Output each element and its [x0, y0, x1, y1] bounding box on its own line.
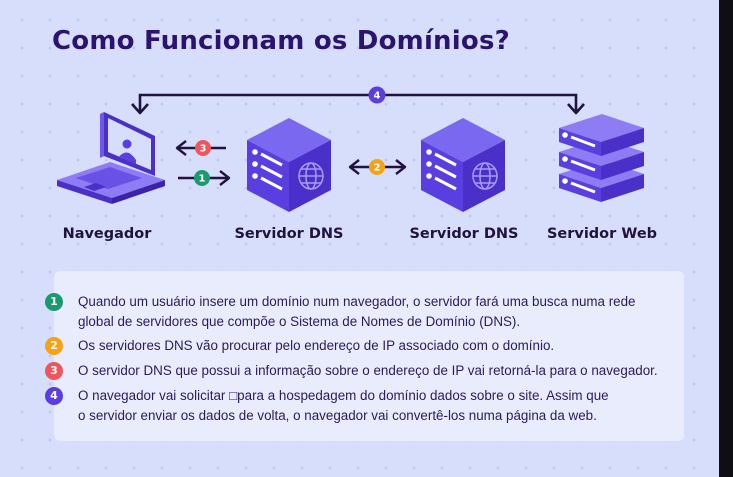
- step-3-badge: 3: [45, 362, 63, 380]
- badge-step-4-label: 4: [374, 91, 381, 102]
- connector-step-4: 4: [131, 86, 585, 115]
- arrow-head-right-icon: [219, 170, 231, 186]
- step-4-line-1: O navegador vai solicitar □para a hosped…: [78, 388, 609, 403]
- node-label-navegador: Navegador: [62, 226, 152, 242]
- web-server-stack-icon: [559, 114, 644, 202]
- connector-step-3: 3: [175, 140, 226, 156]
- badge-step-4: [368, 86, 386, 104]
- node-label-web-server: Servidor Web: [546, 226, 658, 242]
- globe-icon: [472, 162, 498, 190]
- connector-step-2: 2: [348, 159, 407, 175]
- badge-step-2: [369, 159, 385, 175]
- step-4-badge: 4: [45, 387, 63, 405]
- step-4-text: O navegador vai solicitar □para a hosped…: [78, 386, 688, 426]
- step-2-badge: 2: [45, 337, 63, 355]
- arrow-head-right-icon: [395, 159, 407, 175]
- page-title: Como Funcionam os Domínios?: [52, 26, 510, 56]
- node-label-dns-server-1: Servidor DNS: [234, 226, 344, 242]
- arrow-head-left-icon: [175, 140, 187, 156]
- step-1-line-2: global de servidores que compõe o Sistem…: [78, 314, 521, 329]
- laptop-icon: [57, 112, 165, 204]
- arrow-head-down-right-icon: [567, 103, 585, 115]
- badge-step-3: [195, 140, 211, 156]
- steps-panel: 1 Quando um usuário insere um domínio nu…: [45, 271, 684, 441]
- step-4-line-2: o servidor enviar os dados de volta, o n…: [78, 408, 597, 423]
- step-1-line-1: Quando um usuário insere um domínio num …: [78, 294, 636, 309]
- node-label-dns-server-2: Servidor DNS: [409, 226, 519, 242]
- step-1-text: Quando um usuário insere um domínio num …: [78, 292, 688, 332]
- globe-icon: [298, 162, 324, 190]
- connector-step-1: 1: [178, 170, 231, 186]
- badge-step-1-label: 1: [199, 174, 206, 185]
- step-2-text: Os servidores DNS vão procurar pelo ende…: [78, 336, 688, 356]
- dns-server-icon: [247, 118, 331, 212]
- step-3-text: O servidor DNS que possui a informação s…: [78, 361, 688, 381]
- badge-step-3-label: 3: [200, 144, 207, 155]
- arrow-head-left-icon: [348, 159, 360, 175]
- badge-step-2-label: 2: [374, 163, 381, 174]
- badge-step-1: [194, 170, 210, 186]
- step-1-badge: 1: [45, 293, 63, 311]
- step-3-line-1: O servidor DNS que possui a informação s…: [78, 363, 658, 378]
- dns-server-icon: [421, 118, 505, 212]
- dns-flow-diagram: 4 3 1: [57, 86, 644, 212]
- arrow-head-down-left-icon: [131, 103, 149, 115]
- step-2-line-1: Os servidores DNS vão procurar pelo ende…: [78, 338, 555, 353]
